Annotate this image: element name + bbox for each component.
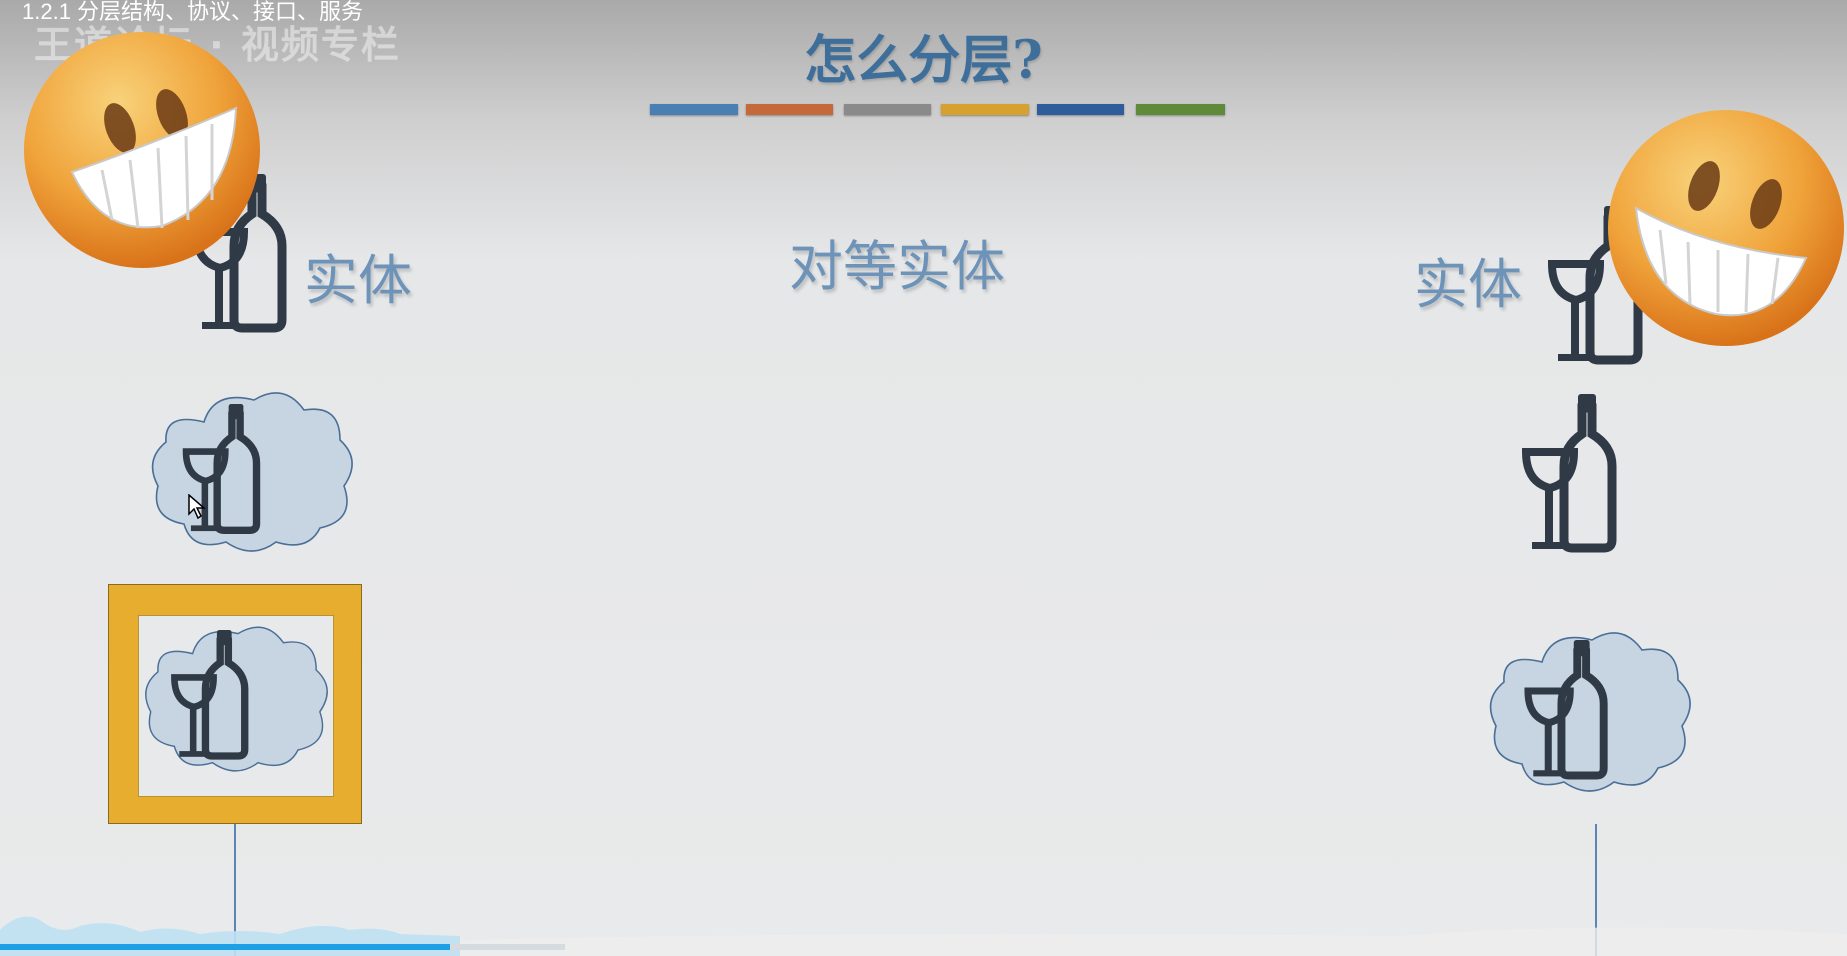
color-bar xyxy=(1136,104,1225,115)
grinning-face-icon xyxy=(1608,110,1844,346)
mouse-cursor-icon xyxy=(188,494,206,520)
left-entity-label: 实体 xyxy=(304,249,412,312)
color-bar xyxy=(844,104,931,115)
highlighted-layer-box xyxy=(108,584,362,824)
color-bar xyxy=(650,104,738,115)
color-bar xyxy=(746,104,833,115)
grinning-face-icon xyxy=(24,32,260,268)
slide-title: 怎么分层? xyxy=(804,30,1043,91)
wine-bottle-glass-icon xyxy=(1522,390,1618,560)
right-entity-label: 实体 xyxy=(1414,253,1522,316)
highlighted-cloud-wine-bottle-icon xyxy=(145,609,328,772)
color-bar xyxy=(1037,104,1124,115)
left-vertical-line xyxy=(234,824,236,956)
cloud-wine-bottle-icon xyxy=(1489,632,1691,792)
peer-entity-label: 对等实体 xyxy=(789,235,1005,298)
video-progress-fill[interactable] xyxy=(0,944,450,950)
color-bar xyxy=(941,104,1029,115)
color-bar-strip xyxy=(650,104,1225,116)
video-title: 1.2.1 分层结构、协议、接口、服务 xyxy=(22,0,364,24)
right-vertical-line xyxy=(1595,824,1597,956)
cloud-wine-bottle-icon xyxy=(151,392,353,552)
